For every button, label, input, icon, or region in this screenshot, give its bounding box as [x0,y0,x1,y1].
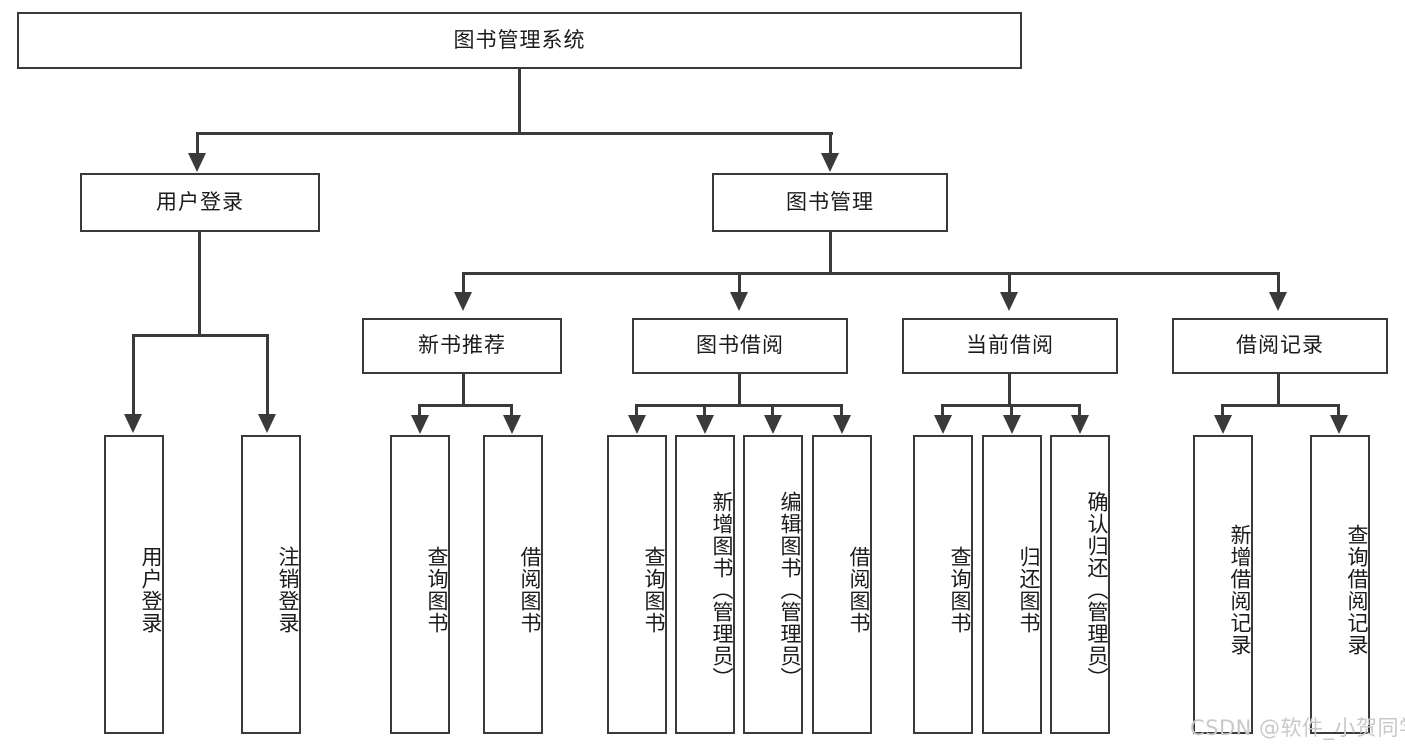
edge-book-borrow-to-leaf-3 [771,404,774,418]
edge-book-manage-trunk [829,232,832,274]
arrow-book-borrow-to-leaf-3 [764,415,782,434]
edge-borrow-record-trunk [1277,374,1280,406]
edge-book-manage-to-new-book [462,272,465,294]
edge-new-book-trunk [462,374,465,406]
arrow-book-borrow-to-leaf-2 [696,415,714,434]
arrow-book-borrow-to-leaf-1 [628,415,646,434]
arrow-new-book-to-leaf-1 [411,415,429,434]
edge-user-login-trunk [198,232,201,336]
edge-current-borrow-trunk [1008,374,1011,406]
arrow-book-manage-to-new-book [454,292,472,311]
edge-current-borrow-to-leaf-2 [1010,404,1013,418]
node-current-borrow[interactable]: 当前借阅 [902,318,1118,374]
leaf-current-borrow-confirm-return[interactable]: 确认归还（管理员） [1050,435,1110,734]
leaf-new-book-query[interactable]: 查询图书 [390,435,450,734]
arrow-borrow-record-to-leaf-1 [1214,415,1232,434]
edge-book-borrow-to-leaf-2 [703,404,706,418]
arrow-user-login-to-leaf-2 [258,414,276,433]
leaf-book-borrow-borrow[interactable]: 借阅图书 [812,435,872,734]
edge-root-to-user-login [196,132,199,157]
edge-user-login-to-leaf-1 [132,334,135,416]
edge-book-borrow-bus [635,404,843,407]
edge-borrow-record-bus [1221,404,1339,407]
edge-new-book-bus [418,404,512,407]
edge-book-manage-to-current-borrow [1008,272,1011,294]
arrow-root-to-user-login [188,153,206,172]
edge-new-book-to-leaf-1 [418,404,421,418]
arrow-book-manage-to-borrow-record [1269,292,1287,311]
edge-book-borrow-to-leaf-1 [635,404,638,418]
leaf-borrow-record-query[interactable]: 查询借阅记录 [1310,435,1370,734]
arrow-new-book-to-leaf-2 [503,415,521,434]
edge-root-bus [196,132,833,135]
arrow-borrow-record-to-leaf-2 [1330,415,1348,434]
arrow-root-to-book-manage [821,153,839,172]
edge-root-to-book-manage [829,132,832,157]
edge-root-trunk [518,69,521,134]
edge-book-borrow-to-leaf-4 [840,404,843,418]
edge-book-borrow-trunk [738,374,741,406]
edge-borrow-record-to-leaf-2 [1337,404,1340,418]
edge-user-login-bus [132,334,269,337]
arrow-current-borrow-to-leaf-1 [934,415,952,434]
leaf-user-login-login[interactable]: 用户登录 [104,435,164,734]
leaf-new-book-borrow[interactable]: 借阅图书 [483,435,543,734]
node-book-borrow[interactable]: 图书借阅 [632,318,848,374]
leaf-borrow-record-add[interactable]: 新增借阅记录 [1193,435,1253,734]
arrow-book-borrow-to-leaf-4 [833,415,851,434]
node-borrow-record[interactable]: 借阅记录 [1172,318,1388,374]
node-new-book-recommend[interactable]: 新书推荐 [362,318,562,374]
leaf-current-borrow-query[interactable]: 查询图书 [913,435,973,734]
leaf-book-borrow-edit[interactable]: 编辑图书（管理员） [743,435,803,734]
arrow-book-manage-to-book-borrow [730,292,748,311]
leaf-user-login-logout[interactable]: 注销登录 [241,435,301,734]
edge-current-borrow-to-leaf-1 [941,404,944,418]
arrow-current-borrow-to-leaf-3 [1071,415,1089,434]
edge-borrow-record-to-leaf-1 [1221,404,1224,418]
arrow-current-borrow-to-leaf-2 [1003,415,1021,434]
node-user-login[interactable]: 用户登录 [80,173,320,232]
arrow-book-manage-to-current-borrow [1000,292,1018,311]
edge-new-book-to-leaf-2 [510,404,513,418]
leaf-book-borrow-query[interactable]: 查询图书 [607,435,667,734]
edge-current-borrow-to-leaf-3 [1078,404,1081,418]
edge-book-manage-to-book-borrow [738,272,741,294]
leaf-current-borrow-return[interactable]: 归还图书 [982,435,1042,734]
edge-book-manage-to-borrow-record [1277,272,1280,294]
leaf-book-borrow-add[interactable]: 新增图书（管理员） [675,435,735,734]
edge-book-manage-bus [462,272,1280,275]
edge-user-login-to-leaf-2 [266,334,269,416]
node-root-system[interactable]: 图书管理系统 [17,12,1022,69]
node-book-manage[interactable]: 图书管理 [712,173,948,232]
csdn-watermark: CSDN @软件_小贺同学 [1190,716,1405,740]
arrow-user-login-to-leaf-1 [124,414,142,433]
